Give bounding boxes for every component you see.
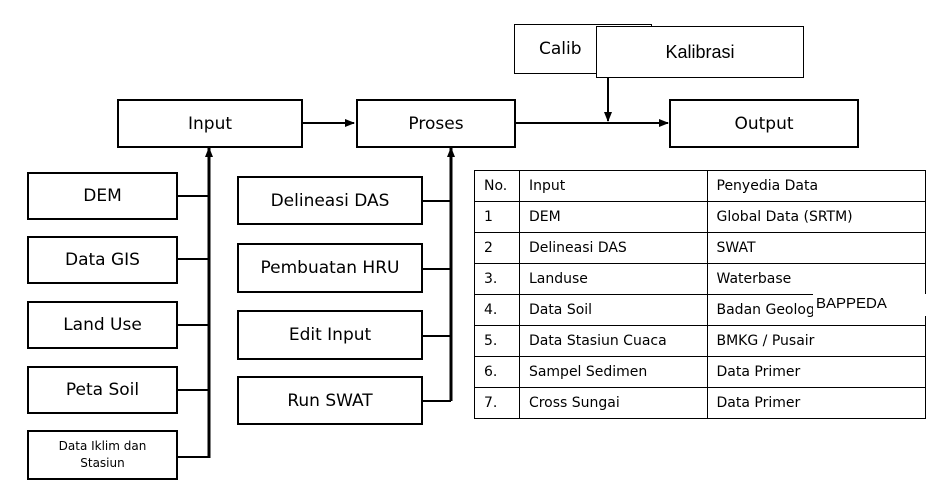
header-penyedia: Penyedia Data [706, 170, 926, 202]
calib-label: Calib [539, 39, 582, 59]
header-no: No. [474, 170, 520, 202]
input-item-data-iklim: Data Iklim dan Stasiun [27, 430, 178, 480]
table-row: 7. Cross Sungai Data Primer [474, 387, 926, 419]
proses-item-pembuatan-hru: Pembuatan HRU [237, 243, 423, 293]
table-row: 2 Delineasi DAS SWAT [474, 232, 926, 264]
output-label: Output [734, 113, 794, 134]
proses-label: Proses [408, 113, 464, 134]
table-row: 1 DEM Global Data (SRTM) [474, 201, 926, 233]
table-header-row: No. Input Penyedia Data [474, 170, 926, 202]
proses-item-delineasi-das: Delineasi DAS [237, 176, 423, 225]
data-source-table: No. Input Penyedia Data 1 DEM Global Dat… [474, 170, 926, 419]
proses-item-edit-input: Edit Input [237, 310, 423, 360]
proses-box: Proses [356, 99, 516, 148]
input-item-dem: DEM [27, 172, 178, 220]
input-item-data-gis: Data GIS [27, 236, 178, 284]
table-row: 5. Data Stasiun Cuaca BMKG / Pusair [474, 325, 926, 357]
output-box: Output [669, 99, 859, 148]
table-row: 3. Landuse Waterbase [474, 263, 926, 295]
input-item-land-use: Land Use [27, 301, 178, 349]
input-box: Input [117, 99, 303, 148]
kalibrasi-box: Kalibrasi [596, 26, 804, 78]
input-label: Input [187, 113, 233, 134]
bappeda-overlay-label: BAPPEDA [813, 294, 933, 316]
proses-item-run-swat: Run SWAT [237, 376, 423, 425]
kalibrasi-label: Kalibrasi [665, 41, 735, 62]
input-item-peta-soil: Peta Soil [27, 366, 178, 414]
header-input: Input [518, 170, 708, 202]
table-row: 6. Sampel Sedimen Data Primer [474, 356, 926, 388]
